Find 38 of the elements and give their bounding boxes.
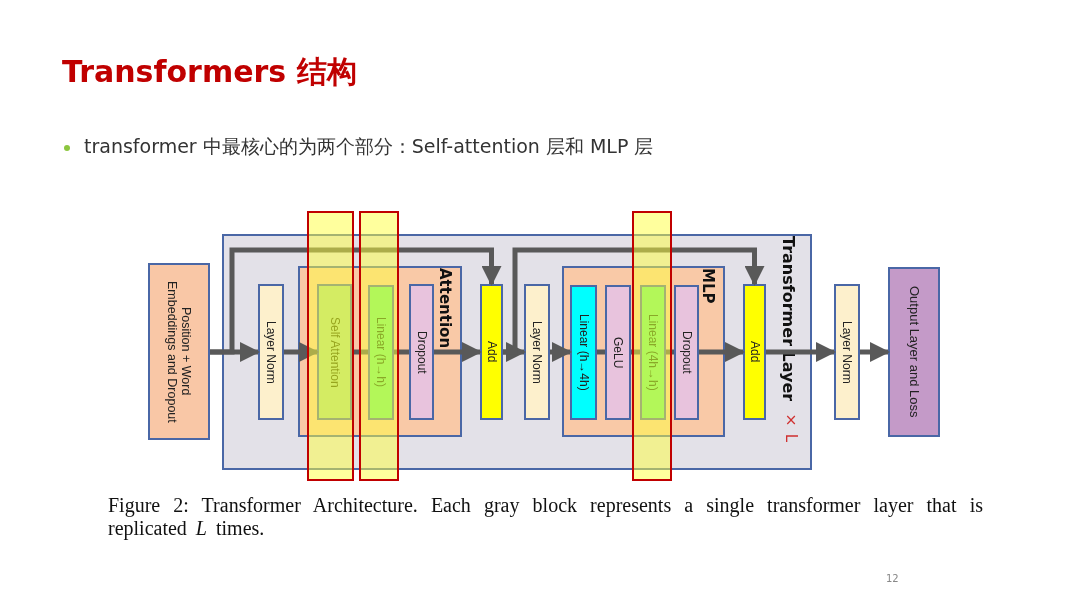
- arrow: [434, 342, 482, 362]
- process-box: Layer Norm: [258, 284, 284, 420]
- arrow: [503, 247, 765, 355]
- connector-line: [394, 349, 409, 355]
- arrow: [699, 342, 745, 362]
- attention-group-box: [298, 266, 462, 437]
- process-box: Dropout: [674, 285, 699, 420]
- group-heading: Attention: [437, 268, 453, 349]
- arrow: [503, 342, 526, 362]
- process-box: GeLU: [605, 285, 631, 420]
- process-box: Layer Norm: [524, 284, 550, 420]
- connector-line: [666, 349, 674, 355]
- process-box: Self Attention: [317, 284, 352, 420]
- slide-title: Transformers 结构: [62, 53, 357, 91]
- figure-caption: Figure 2: Transformer Architecture. Each gray block represents a single transformer layer that is replicated L times.: [108, 494, 983, 540]
- connector-line: [597, 349, 605, 355]
- add-box: Add: [480, 284, 503, 420]
- arrow: [284, 342, 319, 362]
- arrow: [210, 247, 502, 355]
- output-box: Output Layer and Loss: [888, 267, 940, 437]
- group-heading: MLP: [700, 268, 716, 304]
- connector-line: [352, 349, 368, 355]
- arrow: [860, 342, 890, 362]
- process-box: Linear (h→4h): [570, 285, 597, 420]
- repeat-label: × L: [782, 410, 800, 442]
- embedding-box: Position + Word Embeddings and Dropout: [148, 263, 210, 440]
- process-box: Layer Norm: [834, 284, 860, 420]
- add-box: Add: [743, 284, 766, 420]
- arrow: [550, 342, 572, 362]
- process-box: Dropout: [409, 284, 434, 420]
- mlp-group-box: [562, 266, 725, 437]
- connector-line: [631, 349, 640, 355]
- process-box: Linear (4h→h): [640, 285, 666, 420]
- arrow: [766, 342, 836, 362]
- page-number: 12: [886, 573, 899, 584]
- layer-group-box: [222, 234, 812, 470]
- bullet-text: transformer 中最核心的为两个部分：Self-attention 层和 MLP 层: [84, 134, 654, 159]
- process-box: Linear (h→h): [368, 285, 394, 420]
